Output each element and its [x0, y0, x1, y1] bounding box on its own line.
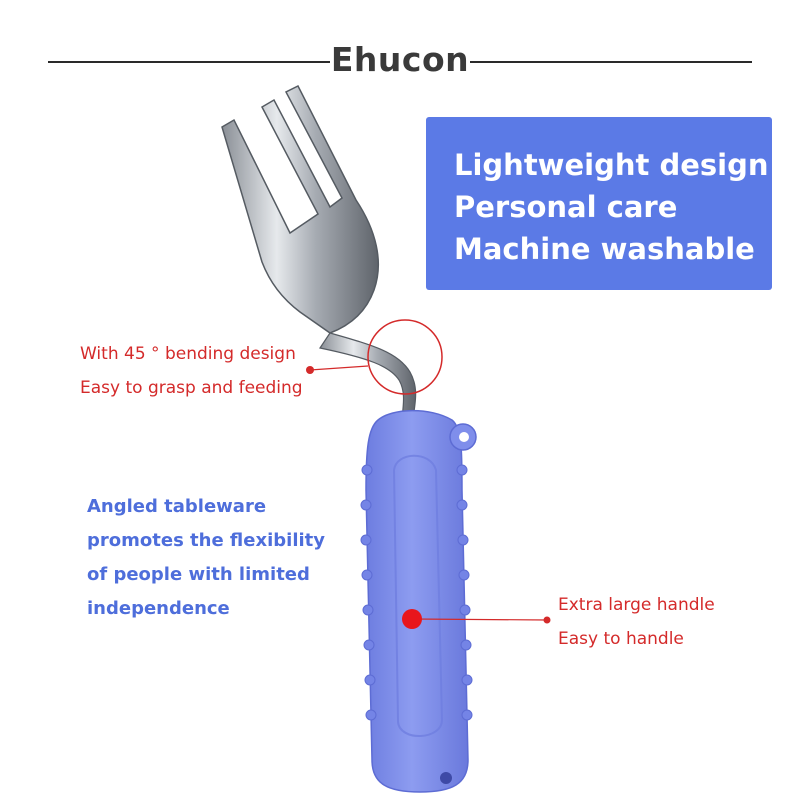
- handle-marker-dot: [402, 609, 422, 629]
- bend-callout: With 45 ° bending design Easy to grasp a…: [80, 337, 303, 405]
- handle-callout-line-1: Extra large handle: [558, 595, 715, 615]
- bend-leader-line: [309, 365, 369, 371]
- handle-icon: [360, 409, 477, 793]
- feature-box: Lightweight design Personal care Machine…: [426, 117, 772, 290]
- info-line-2: promotes the flexibility: [87, 530, 325, 551]
- bend-callout-line-1: With 45 ° bending design: [80, 344, 296, 364]
- handle-leader-end-dot: [543, 616, 551, 624]
- info-line-3: of people with limited: [87, 564, 310, 585]
- info-line-4: independence: [87, 598, 230, 619]
- feature-line-3: Machine washable: [454, 232, 755, 266]
- feature-line-1: Lightweight design: [454, 148, 769, 182]
- bend-callout-line-2: Easy to grasp and feeding: [80, 378, 303, 398]
- header-rule-left: [48, 61, 330, 63]
- fork-icon: [221, 84, 417, 419]
- header-rule-right: [470, 61, 752, 63]
- handle-callout: Extra large handle Easy to handle: [558, 588, 715, 656]
- bend-highlight-circle: [367, 319, 443, 395]
- feature-line-2: Personal care: [454, 190, 678, 224]
- brand-title: Ehucon: [330, 40, 470, 79]
- info-line-1: Angled tableware: [87, 496, 267, 517]
- info-text: Angled tableware promotes the flexibilit…: [87, 490, 325, 626]
- handle-leader-line: [411, 618, 548, 621]
- handle-callout-line-2: Easy to handle: [558, 629, 684, 649]
- bend-leader-dot: [306, 366, 314, 374]
